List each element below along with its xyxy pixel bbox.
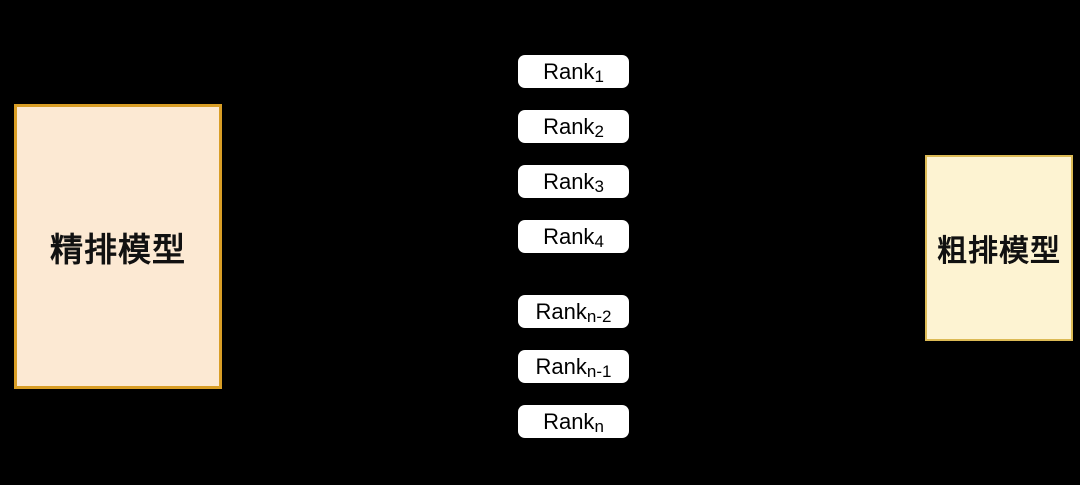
rank-label: Rank: [535, 298, 587, 324]
rank-label: Rank: [543, 58, 595, 84]
fine-ranking-model-label: 精排模型: [50, 230, 186, 268]
rank-subscript: n-2: [586, 307, 612, 326]
rank-label: Rank: [543, 113, 595, 139]
rank-subscript: 3: [594, 177, 604, 196]
rank-label: Rank: [543, 223, 595, 249]
fine-ranking-model-box: 精排模型: [14, 104, 222, 389]
rank-label: Rank: [543, 168, 595, 194]
coarse-ranking-model-label: 粗排模型: [937, 235, 1061, 268]
rank-subscript: n-1: [586, 362, 612, 381]
rank-subscript: 1: [594, 67, 604, 86]
rank-subscript: 2: [594, 122, 604, 141]
rank-subscript: 4: [594, 232, 604, 251]
rank-label: Rank: [535, 353, 587, 379]
rank-label: Rank: [543, 408, 595, 434]
coarse-ranking-model-box: 粗排模型: [925, 155, 1073, 341]
rank-subscript: n: [594, 417, 604, 436]
